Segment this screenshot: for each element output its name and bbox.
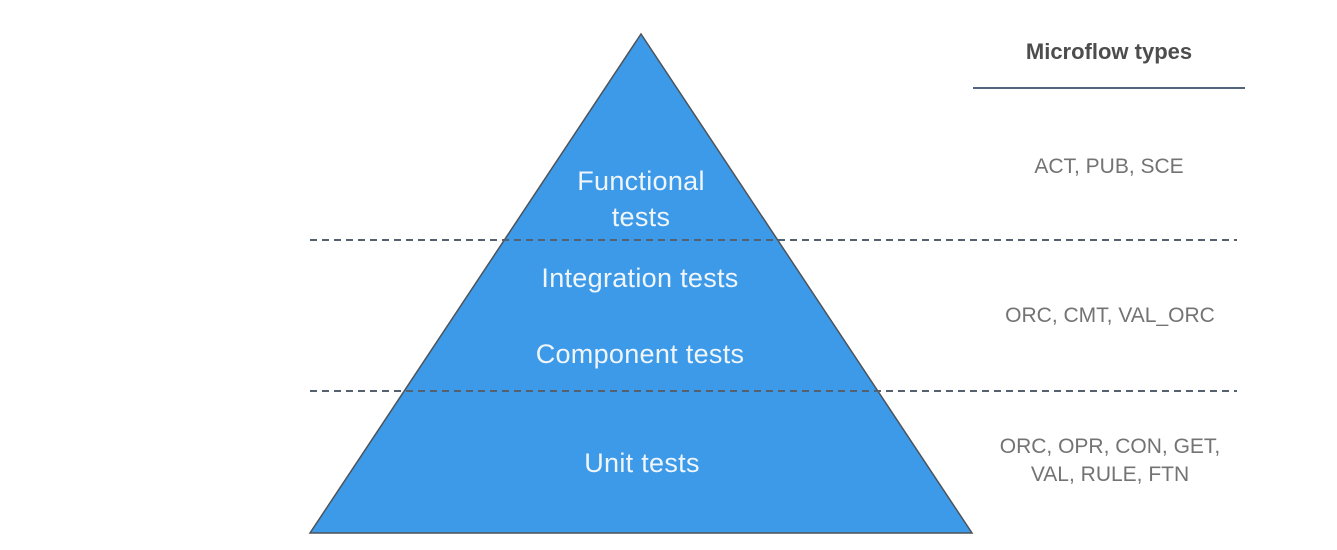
microflow-types-integration-component: ORC, CMT, VAL_ORC xyxy=(1005,304,1215,327)
pyramid-level-component-tests: Component tests xyxy=(535,339,745,369)
microflow-types-functional: ACT, PUB, SCE xyxy=(1034,155,1184,178)
microflow-types-unit: ORC, OPR, CON, GET, VAL, RULE, FTN xyxy=(999,435,1221,486)
pyramid-shape xyxy=(308,32,974,534)
microflow-types-header: Microflow types xyxy=(1025,39,1193,64)
pyramid-level-functional-tests: Functional tests xyxy=(577,166,705,232)
pyramid-level-integration-tests: Integration tests xyxy=(541,263,739,293)
pyramid-level-unit-tests: Unit tests xyxy=(584,448,700,478)
